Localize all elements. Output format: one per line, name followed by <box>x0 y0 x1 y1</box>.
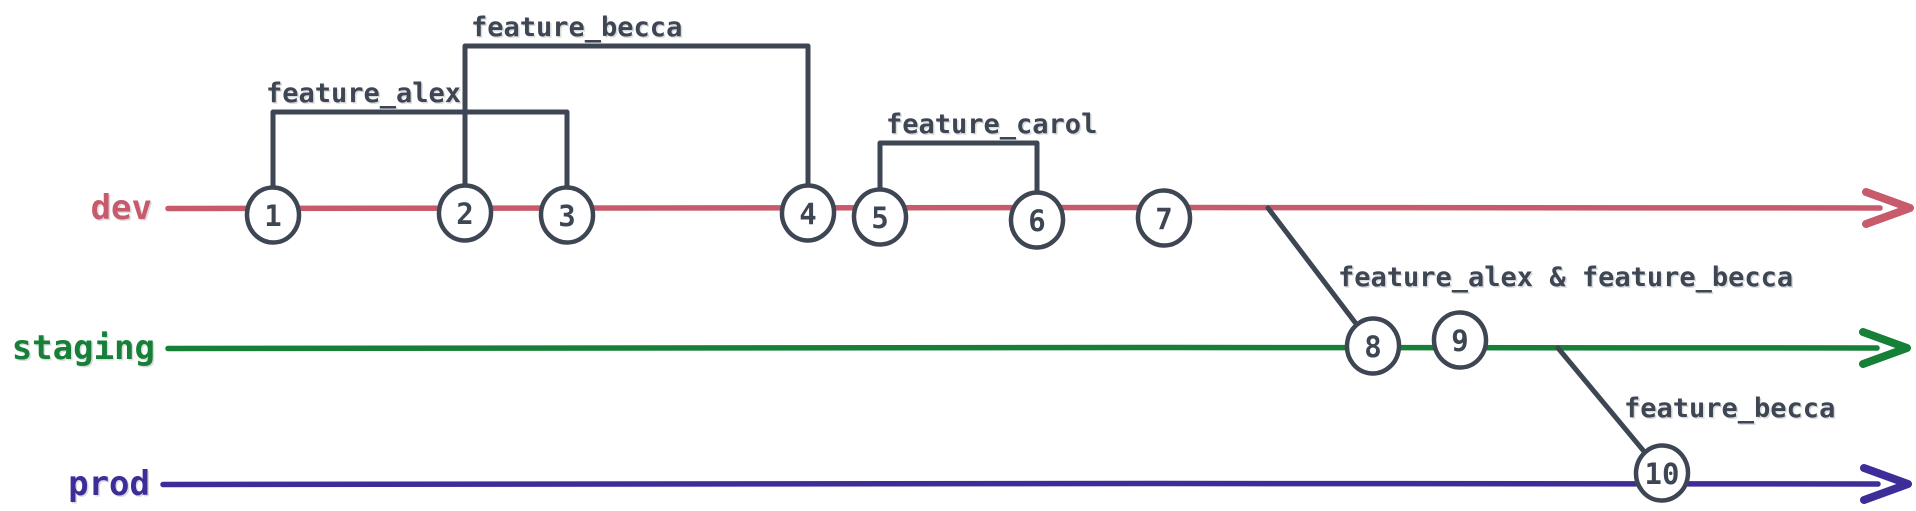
commit-node-9: 9 <box>1431 310 1489 370</box>
commit-circle <box>851 187 909 247</box>
commit-circle <box>779 183 837 243</box>
merge-label-1: feature_alex & feature_becca <box>1338 262 1793 293</box>
feature-label-feature_becca: feature_becca <box>471 12 682 43</box>
feature-bracket-feature_carol <box>877 140 1040 223</box>
feature-bracket-feature_becca <box>462 43 811 216</box>
commit-number: 9 <box>1451 324 1468 358</box>
arrow-right-icon-staging <box>1859 328 1911 368</box>
commit-number: 8 <box>1364 330 1381 364</box>
commit-node-3: 3 <box>538 185 596 245</box>
commit-number: 3 <box>558 199 575 233</box>
commit-node-4: 4 <box>779 183 837 243</box>
commit-number: 7 <box>1155 202 1172 236</box>
feature-bracket-feature_alex <box>270 109 570 218</box>
commit-node-5: 5 <box>851 187 909 247</box>
branch-label-prod: prod <box>68 464 150 504</box>
commit-circle <box>1008 190 1066 250</box>
branch-label-dev: dev <box>91 188 152 228</box>
commit-node-6: 6 <box>1008 190 1066 250</box>
commit-number: 6 <box>1028 204 1045 238</box>
branch-label-staging: staging <box>12 328 155 368</box>
commit-circle <box>436 183 494 243</box>
commit-node-10: 10 <box>1633 443 1691 503</box>
arrow-right-icon-dev <box>1862 188 1914 228</box>
commit-number: 10 <box>1645 457 1680 491</box>
commit-circle <box>1135 188 1193 248</box>
commit-number: 5 <box>871 201 888 235</box>
commit-number: 2 <box>456 197 473 231</box>
commit-number: 4 <box>799 197 816 231</box>
commit-circle <box>1431 310 1489 370</box>
commit-circle <box>244 185 302 245</box>
feature-label-feature_alex: feature_alex <box>266 78 461 109</box>
merge-label-2: feature_becca <box>1624 393 1835 424</box>
commit-circle <box>538 185 596 245</box>
commit-node-2: 2 <box>436 183 494 243</box>
arrow-right-icon-prod <box>1860 464 1912 504</box>
commit-circle <box>1344 316 1402 376</box>
commit-number: 1 <box>264 199 281 233</box>
commit-node-8: 8 <box>1344 316 1402 376</box>
feature-label-feature_carol: feature_carol <box>886 109 1097 140</box>
commit-node-7: 7 <box>1135 188 1193 248</box>
branch-line-staging <box>165 344 1880 352</box>
branch-line-prod <box>160 480 1881 488</box>
commit-circle <box>1633 443 1691 503</box>
commit-node-1: 1 <box>244 185 302 245</box>
